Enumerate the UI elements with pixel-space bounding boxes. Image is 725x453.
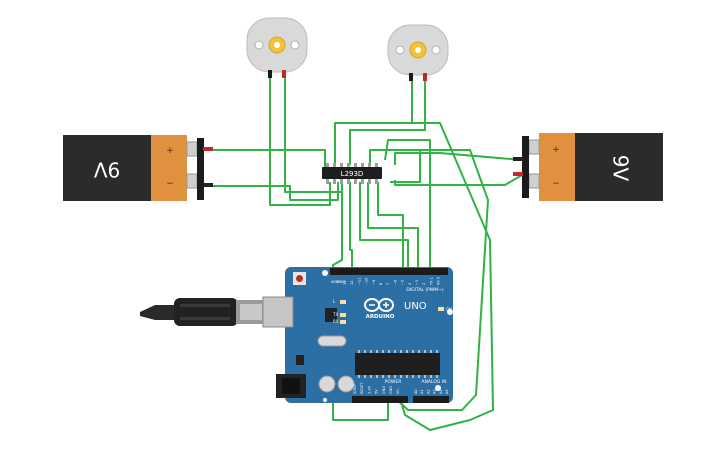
header-pin-label: RX 0 — [437, 277, 441, 285]
led-label: L — [333, 299, 336, 304]
digital-header[interactable] — [330, 268, 448, 275]
header-pin-label: A0 — [414, 389, 418, 394]
motor-terminal[interactable] — [268, 70, 272, 78]
wire[interactable] — [394, 174, 523, 186]
motor-mount-hole — [431, 45, 441, 55]
header-pin-label: GND — [389, 386, 393, 394]
wire[interactable] — [284, 78, 342, 193]
header-pin-label: A5 — [445, 389, 449, 394]
motor-mount-hole — [290, 40, 300, 50]
analog-header-title: ANALOG IN — [421, 379, 446, 385]
wire[interactable] — [349, 78, 426, 165]
dc-motor-2[interactable] — [387, 24, 449, 81]
header-pin-label: RESET — [360, 382, 364, 394]
battery-cap — [151, 135, 187, 201]
wire[interactable] — [394, 152, 523, 165]
on-label: ON — [446, 307, 452, 312]
mcu-chip — [355, 353, 440, 375]
aref-label: AREF — [331, 280, 340, 284]
battery-body — [63, 135, 151, 201]
rx-label: RX — [333, 319, 339, 324]
header-pin-label: GND — [382, 386, 386, 394]
header-pin-label: ~5 — [401, 280, 405, 285]
header-pin-label: 12 — [350, 281, 354, 285]
header-pin-label: ~10 — [365, 278, 369, 285]
usb-cable-icon[interactable] — [140, 298, 266, 326]
power-header[interactable] — [352, 396, 408, 403]
battery-minus-label: − — [166, 179, 174, 189]
battery-left[interactable]: + − 9V — [63, 135, 213, 201]
header-pin-label: 7 — [386, 283, 390, 285]
motor-terminal[interactable] — [409, 73, 413, 81]
wire[interactable] — [380, 149, 489, 411]
header-pin-label: ~9 — [372, 280, 376, 285]
battery-plus-label: + — [166, 146, 174, 156]
wire[interactable] — [377, 182, 404, 270]
brand-label: ARDUINO — [366, 314, 395, 320]
model-label: UNO — [404, 301, 427, 312]
wire[interactable] — [269, 78, 331, 206]
battery-voltage-label: 9V — [93, 158, 120, 182]
header-pin-label: 4 — [408, 282, 412, 285]
header-pin-label: Vin — [396, 388, 400, 394]
header-pin-label: A3 — [433, 389, 437, 394]
power-header-title: POWER — [385, 379, 402, 385]
wire-layer — [210, 78, 523, 431]
header-pin-label: TX 1 — [429, 277, 433, 286]
mcu-pins — [358, 350, 438, 378]
battery-body — [575, 133, 663, 201]
header-pin-label: 8 — [379, 283, 383, 285]
header-pin-label: A1 — [420, 389, 424, 394]
wire[interactable] — [334, 78, 413, 165]
header-pin-label: 3.3V — [367, 385, 371, 394]
header-pin-label: 13 — [343, 281, 347, 285]
header-pin-label: ~3 — [415, 280, 419, 285]
battery-right[interactable]: + − 9V — [513, 133, 663, 201]
wire[interactable] — [359, 182, 409, 270]
chip-pins-bottom — [326, 179, 378, 184]
chip-label: L293D — [341, 170, 364, 178]
battery-voltage-label: 9V — [609, 155, 633, 182]
usb-port[interactable] — [262, 296, 294, 328]
header-pin-label: ~6 — [393, 280, 397, 285]
gnd-label: GND — [337, 280, 345, 284]
dc-motor-1[interactable] — [246, 17, 308, 78]
header-pin-label: IOREF — [353, 384, 357, 394]
wire[interactable] — [367, 182, 419, 270]
battery-cap — [539, 133, 575, 201]
motor-terminal[interactable] — [423, 73, 427, 81]
header-pin-label: 2 — [422, 283, 426, 285]
chip-pins-top — [326, 163, 378, 168]
analog-header[interactable] — [413, 396, 449, 403]
battery-plus-label: + — [552, 145, 560, 155]
header-pin-label: A2 — [426, 389, 430, 394]
motor-mount-hole — [395, 45, 405, 55]
wire[interactable] — [210, 182, 339, 201]
wire[interactable] — [399, 122, 494, 431]
wire[interactable] — [349, 182, 353, 270]
l293d-chip[interactable]: L293D — [322, 163, 382, 184]
digital-header-title: DIGITAL (PWM~) — [406, 287, 444, 293]
battery-connector — [522, 136, 529, 198]
motor-terminal[interactable] — [282, 70, 286, 78]
motor-mount-hole — [254, 40, 264, 50]
header-pin-label: 5V — [375, 389, 379, 394]
tx-label: TX — [332, 312, 338, 317]
header-pin-label: ~11 — [357, 278, 361, 285]
battery-connector — [197, 138, 204, 200]
header-pin-label: A4 — [439, 389, 443, 394]
wire[interactable] — [210, 149, 326, 170]
battery-minus-label: − — [552, 179, 560, 189]
arduino-logo-icon — [364, 298, 394, 312]
